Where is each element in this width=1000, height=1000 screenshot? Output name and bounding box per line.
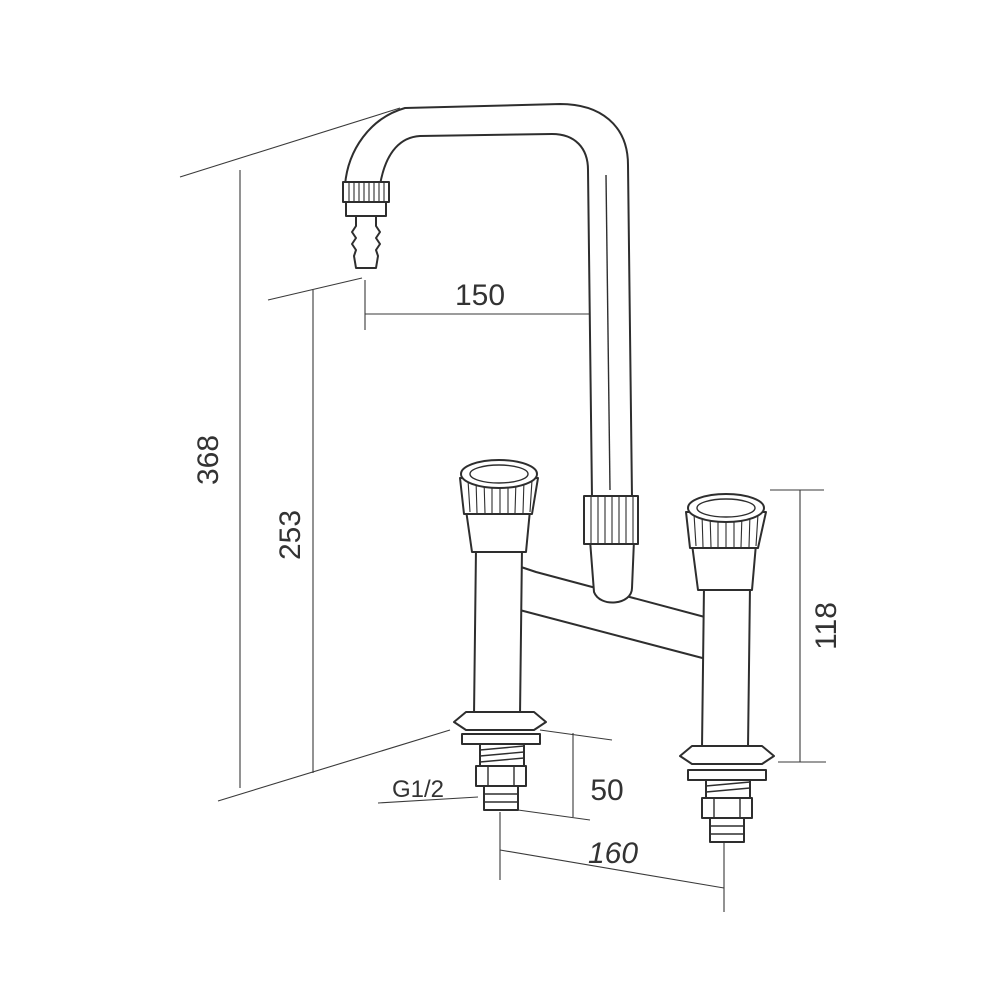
right-valve: [679, 493, 775, 843]
spout-reach-label: 150: [455, 279, 505, 312]
dimension-lines: [179, 107, 826, 912]
dimension-labels: 368 253 150 118 50 160 G1/2: [192, 279, 843, 870]
spout-outlet-nozzle: [342, 181, 390, 269]
gooseneck-spout: [344, 103, 633, 499]
overall-height-label: 368: [192, 435, 225, 485]
left-valve: [453, 459, 547, 811]
outlet-height-label: 253: [274, 510, 307, 560]
bridge-body: [500, 539, 717, 661]
thread-size-label: G1/2: [392, 776, 444, 803]
valve-height-label: 118: [810, 602, 843, 650]
center-distance-label: 160: [588, 837, 638, 870]
spout-swivel-collar: [583, 495, 639, 545]
shank-length-label: 50: [590, 774, 623, 807]
